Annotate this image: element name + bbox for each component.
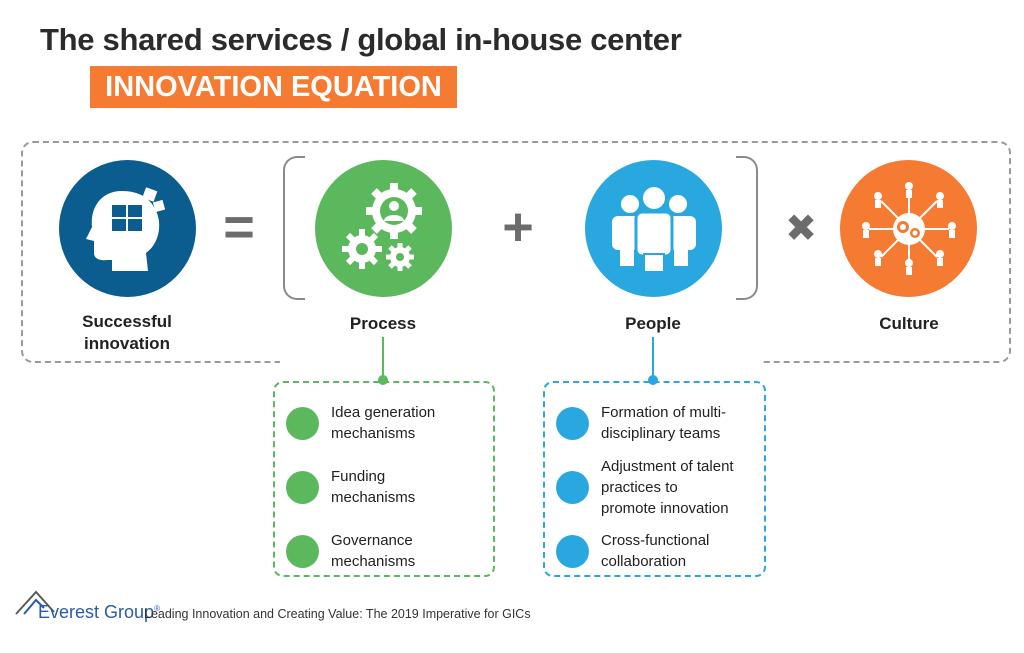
process-label: Process bbox=[349, 314, 417, 333]
list-item-line: Funding bbox=[331, 468, 386, 485]
page-subtitle-banner: INNOVATION EQUATION bbox=[90, 66, 457, 108]
successful-innovation-circle bbox=[59, 160, 196, 297]
process-connector bbox=[382, 337, 384, 379]
footer-caption: Leading Innovation and Creating Value: T… bbox=[144, 607, 531, 621]
list-item-line: mechanisms bbox=[331, 425, 416, 442]
bullet-dot bbox=[556, 534, 589, 568]
list-item-line: Cross-functional bbox=[601, 532, 710, 549]
equals-symbol: = bbox=[223, 197, 255, 257]
everest-group-brand: Everest Group® bbox=[38, 602, 160, 623]
brand-name: Everest Group bbox=[38, 602, 155, 622]
frame-gap bbox=[280, 350, 760, 370]
people-list-box: Formation of multi- disciplinary teams A… bbox=[543, 381, 766, 577]
plus-symbol: + bbox=[502, 197, 534, 257]
left-bracket bbox=[283, 156, 305, 300]
successful-innovation-label: Successful innovation bbox=[47, 311, 207, 355]
bullet-dot bbox=[556, 406, 589, 440]
list-item-line: Adjustment of talent bbox=[601, 458, 734, 475]
list-item-line: Governance bbox=[331, 532, 413, 549]
list-item-line: mechanisms bbox=[331, 489, 416, 506]
people-connector-dot bbox=[648, 375, 658, 385]
bullet-dot bbox=[286, 406, 319, 440]
list-item-text: Formation of multi- disciplinary teams bbox=[601, 402, 726, 444]
people-circle bbox=[585, 160, 722, 297]
network-gear-icon bbox=[861, 181, 956, 275]
list-item-line: Idea generation bbox=[331, 404, 436, 421]
process-list-box: Idea generation mechanisms Funding mecha… bbox=[273, 381, 495, 577]
team-icon bbox=[611, 186, 696, 273]
process-circle bbox=[315, 160, 452, 297]
successful-innovation-line2: innovation bbox=[84, 334, 170, 353]
list-item-line: disciplinary teams bbox=[601, 425, 721, 442]
list-item-line: collaboration bbox=[601, 553, 687, 570]
list-item: Funding mechanisms bbox=[286, 466, 415, 508]
bullet-dot bbox=[556, 471, 589, 504]
list-item: Governance mechanisms bbox=[286, 530, 415, 572]
list-item: Cross-functional collaboration bbox=[556, 530, 709, 572]
list-item: Adjustment of talent practices to promot… bbox=[556, 456, 734, 519]
list-item-line: practices to bbox=[601, 479, 678, 496]
list-item-text: Idea generation mechanisms bbox=[331, 402, 435, 444]
bullet-dot bbox=[286, 470, 319, 504]
people-connector bbox=[652, 337, 654, 379]
gears-person-icon bbox=[341, 182, 422, 271]
right-bracket bbox=[736, 156, 758, 300]
successful-innovation-line1: Successful bbox=[82, 312, 172, 331]
everest-mountain-logo-icon bbox=[15, 590, 55, 615]
culture-circle bbox=[840, 160, 977, 297]
list-item-line: mechanisms bbox=[331, 553, 416, 570]
times-symbol: ✖ bbox=[785, 208, 817, 250]
list-item-text: Governance mechanisms bbox=[331, 530, 415, 572]
people-label: People bbox=[625, 314, 681, 333]
list-item-text: Adjustment of talent practices to promot… bbox=[601, 456, 734, 519]
head-puzzle-icon bbox=[85, 186, 165, 271]
list-item-text: Cross-functional collaboration bbox=[601, 530, 709, 572]
registered-mark: ® bbox=[154, 604, 160, 613]
list-item-line: promote innovation bbox=[601, 500, 729, 517]
culture-label: Culture bbox=[879, 314, 939, 333]
list-item-text: Funding mechanisms bbox=[331, 466, 415, 508]
list-item: Formation of multi- disciplinary teams bbox=[556, 402, 726, 444]
list-item-line: Formation of multi- bbox=[601, 404, 727, 421]
process-connector-dot bbox=[378, 375, 388, 385]
list-item: Idea generation mechanisms bbox=[286, 402, 435, 444]
bullet-dot bbox=[286, 534, 319, 568]
page-title: The shared services / global in-house ce… bbox=[40, 22, 682, 57]
